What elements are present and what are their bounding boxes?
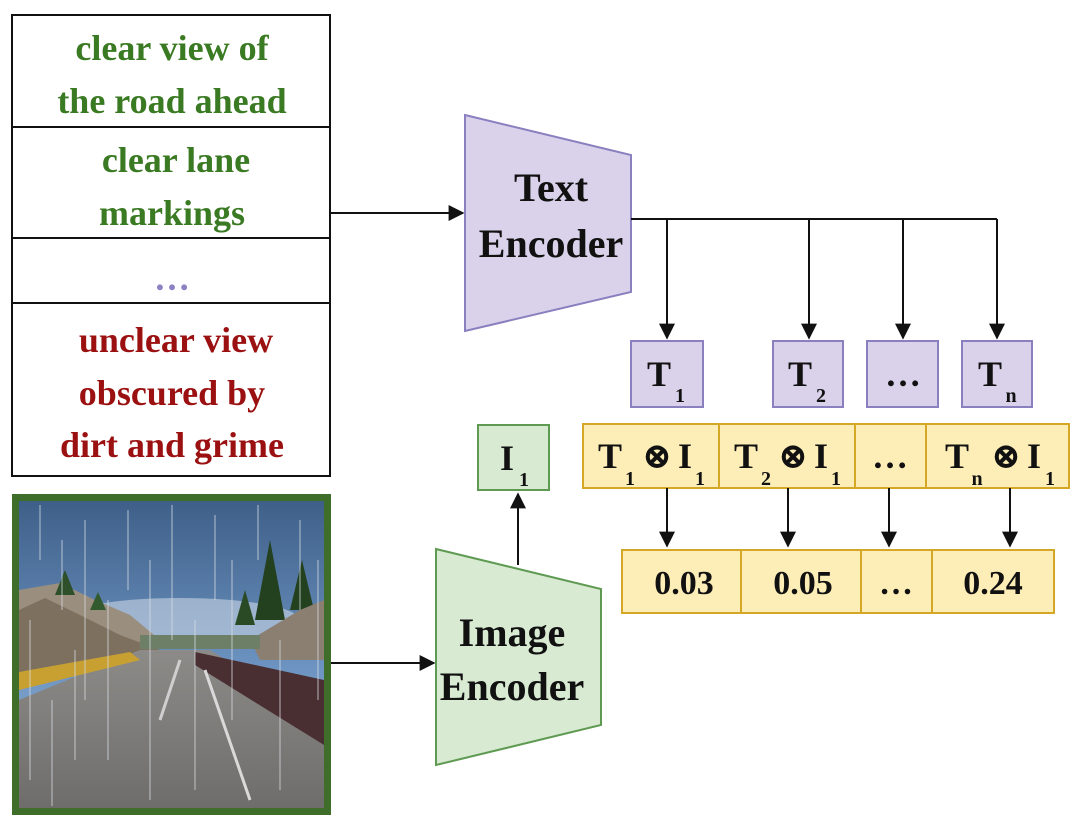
- product-i: I: [814, 436, 828, 476]
- text-token-sub: 1: [675, 385, 685, 407]
- prompt-positive-2-line-2: markings: [99, 193, 245, 233]
- prompt-negative-line-2: obscured by: [79, 373, 265, 413]
- product-to-score-arrows: [667, 488, 1010, 546]
- text-encoder-label-line-1: Text: [514, 165, 589, 210]
- text-encoder: Text Encoder: [465, 115, 631, 331]
- prompt-positive-2-line-1: clear lane: [102, 140, 250, 180]
- product-operator: ⊗: [991, 436, 1021, 476]
- text-token-t2: T 2: [773, 341, 843, 407]
- product-i: I: [678, 436, 692, 476]
- image-encoder-label-line-2: Encoder: [440, 664, 584, 709]
- similarity-products: T 1 ⊗ I 1 T 2 ⊗ I 1 … T n ⊗ I 1: [583, 424, 1069, 490]
- product-ellipsis: …: [872, 436, 908, 476]
- product-operator: ⊗: [778, 436, 808, 476]
- product-t: T: [945, 436, 969, 476]
- image-token-i1: I 1: [478, 425, 549, 491]
- prompt-positive-1-line-1: clear view of: [75, 28, 269, 68]
- text-token-sub: n: [1005, 385, 1016, 407]
- image-encoder-trapezoid: [436, 549, 601, 765]
- product-i-sub: 1: [1045, 468, 1055, 490]
- text-token-tn: T n: [962, 341, 1032, 407]
- product-operator: ⊗: [642, 436, 672, 476]
- score-value-4: 0.24: [963, 565, 1023, 602]
- text-token-sub: 2: [816, 385, 826, 407]
- prompt-ellipsis: …: [154, 258, 190, 298]
- prompt-negative-line-1: unclear view: [79, 320, 273, 360]
- product-t: T: [734, 436, 758, 476]
- image-encoder-label-line-1: Image: [459, 610, 566, 655]
- text-embedding-connectors: [631, 219, 997, 338]
- distant-horizon: [140, 635, 260, 649]
- score-value-3: …: [879, 565, 913, 602]
- prompt-positive-1-line-2: the road ahead: [57, 81, 286, 121]
- text-token-ellipsis: …: [867, 341, 938, 407]
- text-token-t1: T 1: [631, 341, 703, 407]
- text-token-base: T: [978, 354, 1002, 394]
- score-value-1: 0.03: [654, 565, 714, 602]
- image-token-sub: 1: [519, 469, 529, 491]
- product-i-sub: 1: [831, 468, 841, 490]
- text-token-base: T: [788, 354, 812, 394]
- text-encoder-label-line-2: Encoder: [479, 221, 623, 266]
- image-token-base: I: [500, 438, 514, 478]
- product-t-sub: n: [971, 468, 982, 490]
- product-t: T: [598, 436, 622, 476]
- product-i: I: [1027, 436, 1041, 476]
- text-tokens: T 1 T 2 … T n: [631, 341, 1032, 407]
- input-road-image: [12, 494, 331, 815]
- product-t-sub: 1: [625, 468, 635, 490]
- image-encoder: Image Encoder: [436, 549, 601, 765]
- text-token-base: T: [647, 354, 671, 394]
- product-i-sub: 1: [695, 468, 705, 490]
- similarity-scores: 0.03 0.05 … 0.24: [622, 550, 1054, 613]
- text-token-base: …: [885, 354, 921, 394]
- product-t-sub: 2: [761, 468, 771, 490]
- prompt-list: clear view of the road ahead clear lane …: [12, 15, 330, 476]
- score-value-2: 0.05: [773, 565, 833, 602]
- prompt-negative-line-3: dirt and grime: [60, 425, 284, 465]
